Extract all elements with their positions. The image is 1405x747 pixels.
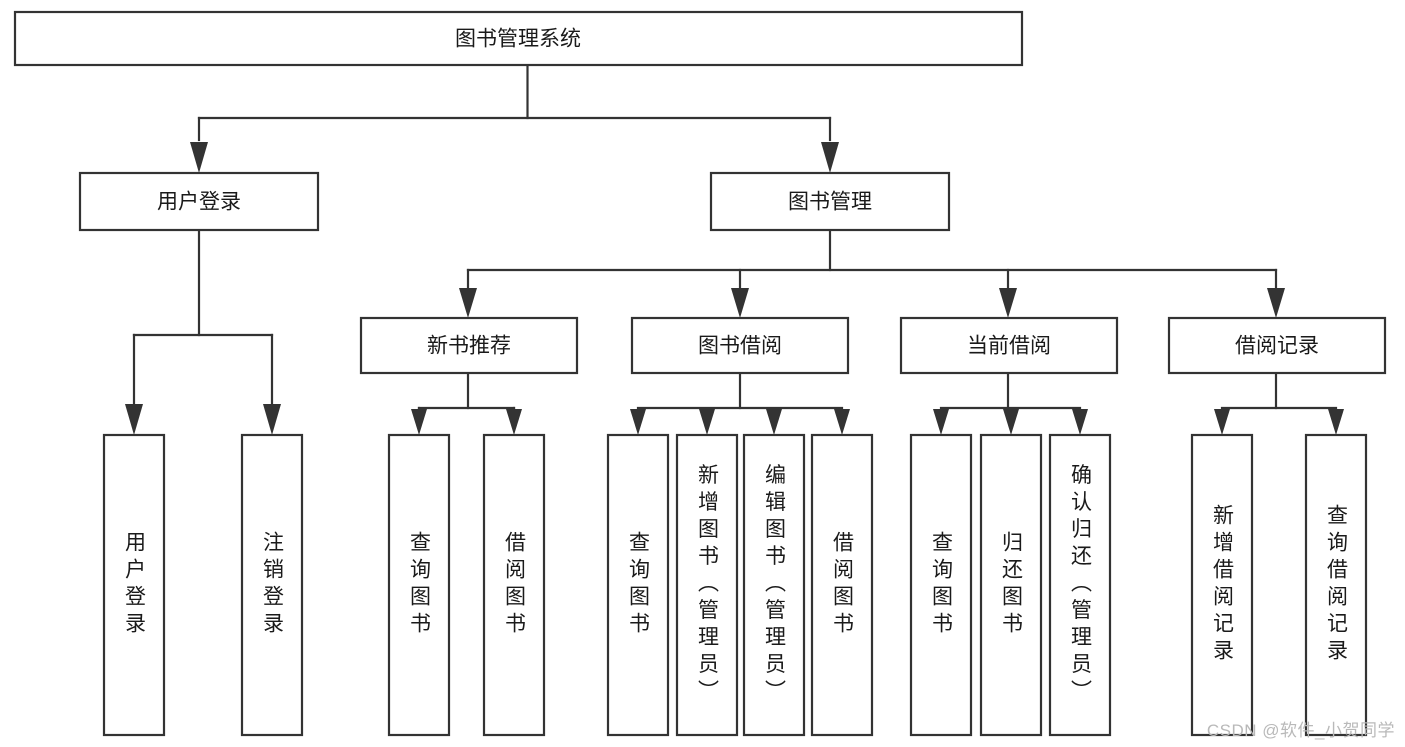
node-borrow-record-label: 借阅记录	[1235, 335, 1319, 358]
arrow-head-book-manage	[821, 142, 839, 173]
node-leaf-user-logout-label: 注销登录	[261, 531, 285, 639]
arrow-head-leaf-edit-book-admin	[766, 409, 782, 435]
node-borrow-record[interactable]: 借阅记录	[1167, 316, 1387, 375]
node-current-borrow[interactable]: 当前借阅	[899, 316, 1119, 375]
arrow-head-leaf-add-book-admin	[699, 409, 715, 435]
node-leaf-query-borrow-record[interactable]: 查询借阅记录	[1304, 433, 1368, 737]
node-leaf-confirm-return-admin-label: 确认归还（管理员）	[1069, 464, 1093, 707]
node-leaf-edit-book-admin[interactable]: 编辑图书（管理员）	[742, 433, 806, 737]
arrow-head-user-login	[190, 142, 208, 173]
node-leaf-query-book-2[interactable]: 查询图书	[606, 433, 670, 737]
node-book-manage-box[interactable]	[709, 171, 951, 232]
arrow-head-leaf-query-book-2	[630, 409, 646, 435]
node-book-borrow-label: 图书借阅	[698, 335, 782, 358]
node-leaf-query-book-2-label: 查询图书	[627, 531, 651, 639]
node-leaf-confirm-return-admin-box[interactable]	[1048, 433, 1112, 737]
node-leaf-query-borrow-record-label: 查询借阅记录	[1325, 504, 1349, 666]
node-borrow-record-box[interactable]	[1167, 316, 1387, 375]
arrow-head-leaf-query-borrow-record	[1328, 409, 1344, 435]
node-leaf-confirm-return-admin[interactable]: 确认归还（管理员）	[1048, 433, 1112, 737]
node-leaf-borrow-book-2-box[interactable]	[810, 433, 874, 737]
node-leaf-add-borrow-record[interactable]: 新增借阅记录	[1190, 433, 1254, 737]
node-user-login-label: 用户登录	[157, 191, 241, 214]
node-leaf-query-book-1[interactable]: 查询图书	[387, 433, 451, 737]
arrow-head-book-borrow	[731, 288, 749, 318]
node-leaf-query-book-2-box[interactable]	[606, 433, 670, 737]
arrow-head-leaf-query-book-1	[411, 409, 427, 435]
node-leaf-user-login-label: 用户登录	[123, 531, 147, 639]
node-leaf-user-logout-box[interactable]	[240, 433, 304, 737]
node-leaf-query-book-3-box[interactable]	[909, 433, 973, 737]
arrow-head-borrow-record	[1267, 288, 1285, 318]
node-leaf-user-logout[interactable]: 注销登录	[240, 433, 304, 737]
node-leaf-user-login-box[interactable]	[102, 433, 166, 737]
node-user-login-box[interactable]	[78, 171, 320, 232]
arrow-head-leaf-borrow-book-1	[506, 409, 522, 435]
node-current-borrow-box[interactable]	[899, 316, 1119, 375]
node-book-borrow[interactable]: 图书借阅	[630, 316, 850, 375]
node-leaf-query-book-3-label: 查询图书	[930, 531, 954, 639]
node-leaf-add-book-admin-box[interactable]	[675, 433, 739, 737]
node-leaf-query-borrow-record-box[interactable]	[1304, 433, 1368, 737]
node-leaf-return-book-box[interactable]	[979, 433, 1043, 737]
node-user-login[interactable]: 用户登录	[78, 171, 320, 232]
node-leaf-borrow-book-1-label: 借阅图书	[503, 531, 527, 639]
arrow-head-current-borrow	[999, 288, 1017, 318]
arrow-head-leaf-borrow-book-2	[834, 409, 850, 435]
node-current-borrow-label: 当前借阅	[967, 335, 1051, 358]
node-leaf-query-book-3[interactable]: 查询图书	[909, 433, 973, 737]
arrow-head-leaf-add-borrow-record	[1214, 409, 1230, 435]
node-leaf-return-book[interactable]: 归还图书	[979, 433, 1043, 737]
node-new-book-recommend-box[interactable]	[359, 316, 579, 375]
arrow-head-leaf-query-book-3	[933, 409, 949, 435]
node-book-borrow-box[interactable]	[630, 316, 850, 375]
node-leaf-borrow-book-1[interactable]: 借阅图书	[482, 433, 546, 737]
node-book-manage-label: 图书管理	[788, 191, 872, 214]
node-new-book-recommend[interactable]: 新书推荐	[359, 316, 579, 375]
node-leaf-borrow-book-1-box[interactable]	[482, 433, 546, 737]
node-root-label: 图书管理系统	[455, 28, 581, 51]
node-leaf-query-book-1-box[interactable]	[387, 433, 451, 737]
node-leaf-user-login[interactable]: 用户登录	[102, 433, 166, 737]
node-leaf-add-borrow-record-label: 新增借阅记录	[1211, 504, 1235, 666]
node-leaf-edit-book-admin-box[interactable]	[742, 433, 806, 737]
node-leaf-add-borrow-record-box[interactable]	[1190, 433, 1254, 737]
node-book-manage[interactable]: 图书管理	[709, 171, 951, 232]
node-leaf-edit-book-admin-label: 编辑图书（管理员）	[763, 464, 787, 707]
node-leaf-borrow-book-2-label: 借阅图书	[831, 531, 855, 639]
arrow-head-leaf-confirm-return-admin	[1072, 409, 1088, 435]
node-leaf-query-book-1-label: 查询图书	[408, 531, 432, 639]
arrow-head-leaf-user-logout	[263, 404, 281, 435]
arrow-head-leaf-user-login	[125, 404, 143, 435]
node-leaf-add-book-admin[interactable]: 新增图书（管理员）	[675, 433, 739, 737]
node-new-book-recommend-label: 新书推荐	[427, 335, 511, 358]
node-root[interactable]: 图书管理系统	[13, 10, 1024, 67]
node-leaf-borrow-book-2[interactable]: 借阅图书	[810, 433, 874, 737]
arrow-head-new-book-recommend	[459, 288, 477, 318]
arrow-head-leaf-return-book	[1003, 409, 1019, 435]
node-leaf-return-book-label: 归还图书	[1000, 531, 1024, 639]
connector-layer	[125, 63, 1344, 435]
node-leaf-add-book-admin-label: 新增图书（管理员）	[696, 464, 720, 707]
node-root-box[interactable]	[13, 10, 1024, 67]
